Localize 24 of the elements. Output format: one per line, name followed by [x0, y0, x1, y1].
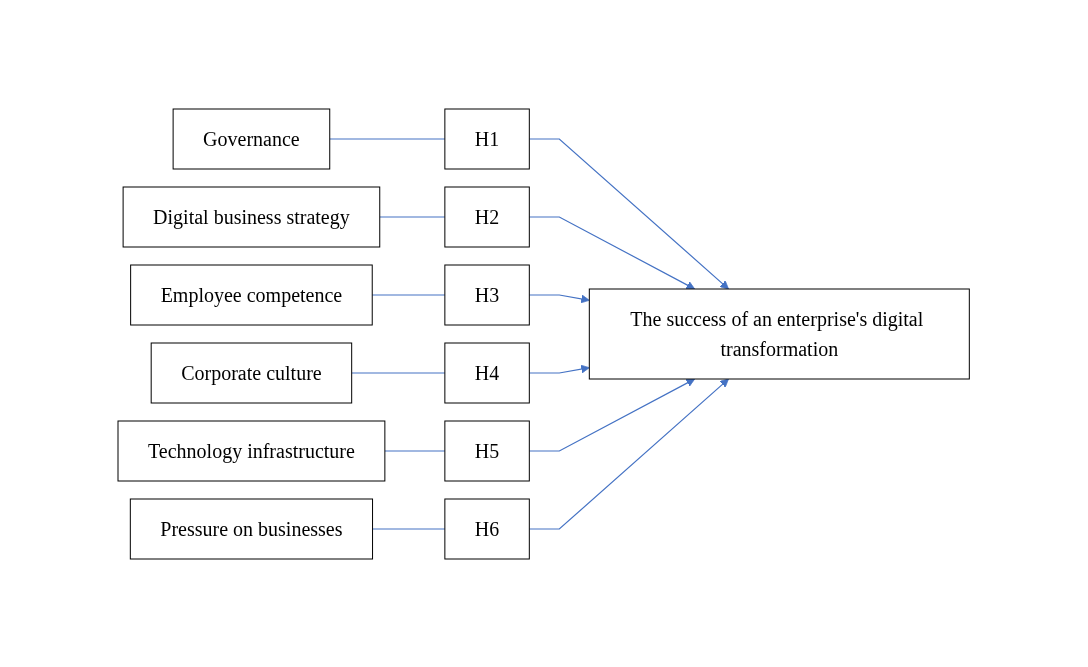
arrow: [529, 293, 591, 303]
node-box: H1: [444, 108, 531, 169]
node-box: Pressure on businesses: [130, 498, 374, 559]
node-box: Technology infrastructure: [117, 420, 386, 481]
connector: [351, 371, 446, 374]
node-box: H3: [444, 264, 531, 325]
node-box: H2: [444, 186, 531, 247]
node-box: Governance: [172, 108, 331, 169]
connector: [379, 215, 446, 218]
node-box: The success of an enterprise's digital transformation: [589, 288, 971, 379]
node-box: Corporate culture: [151, 342, 353, 403]
node-box: H5: [444, 420, 531, 481]
node-box: H6: [444, 498, 531, 559]
node-box: Digital business strategy: [122, 186, 381, 247]
connector: [329, 137, 446, 140]
arrow: [529, 215, 696, 289]
node-box: H4: [444, 342, 531, 403]
connector: [384, 449, 446, 452]
connector: [372, 527, 446, 530]
arrow: [529, 364, 591, 374]
arrow: [529, 378, 696, 452]
arrow: [529, 378, 730, 530]
node-box: Employee competence: [130, 264, 374, 325]
arrow: [529, 137, 730, 289]
